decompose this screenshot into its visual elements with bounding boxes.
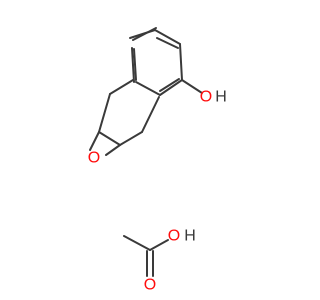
bond [109, 79, 134, 95]
bond [135, 81, 161, 96]
bond [89, 131, 100, 151]
bond [131, 47, 135, 83]
bond [132, 27, 157, 41]
bond [181, 79, 203, 94]
molecule-epoxy-tetrahydronaphthol [89, 27, 203, 156]
bond [133, 48, 137, 81]
bond [98, 93, 111, 133]
molecule-acetic-acid [123, 235, 169, 277]
bond [154, 29, 181, 45]
bond [105, 144, 121, 156]
bond [159, 79, 183, 96]
chemical-structure-diagram: O H O O H O [88, 27, 227, 294]
acid-hydrogen-label: H [184, 228, 196, 245]
carbonyl-oxygen-label: O [144, 277, 156, 294]
bond [179, 43, 183, 81]
bond [149, 239, 169, 251]
epoxide-oxygen-label: O [88, 150, 100, 167]
bond [119, 131, 143, 146]
bond [123, 235, 151, 251]
acid-oxygen-label: O [168, 228, 180, 245]
bond [98, 131, 121, 146]
hydroxyl-oxygen-label: O [200, 89, 212, 106]
bond [156, 37, 179, 49]
hydroxyl-hydrogen-label: H [215, 89, 227, 106]
bond [141, 96, 160, 133]
bond [159, 78, 180, 92]
